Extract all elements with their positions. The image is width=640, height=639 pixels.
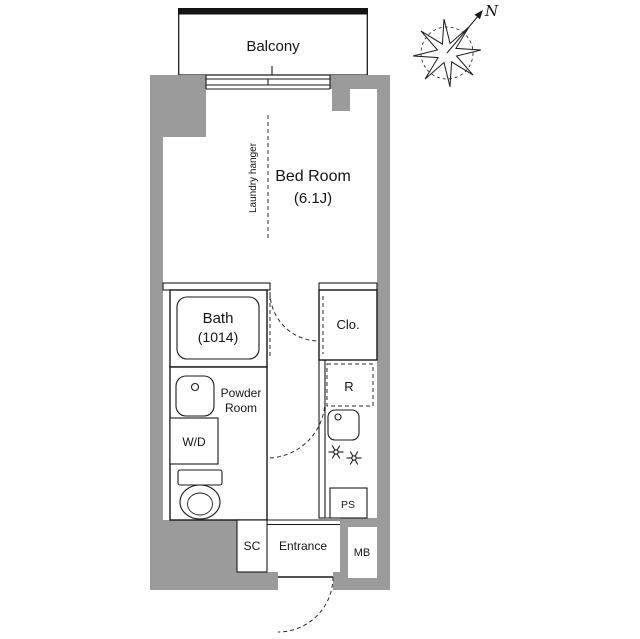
outer-walls [150, 75, 390, 590]
bedroom: Bed Room (6.1J) Laundry hanger [248, 115, 351, 240]
washbasin-icon [175, 375, 215, 417]
stove-burner-icon [346, 451, 362, 465]
wall-mb-top [348, 518, 390, 527]
refrigerator-space-box [326, 363, 374, 407]
washer-dryer-label: W/D [182, 435, 206, 449]
wall-bedroom-bottom-right [318, 282, 378, 291]
bath-unit-outline [176, 296, 260, 360]
kitchen: R PS [326, 363, 374, 519]
bedroom-door-arc [269, 291, 320, 342]
compass: N [412, 2, 499, 88]
washer-dryer-box [169, 417, 219, 465]
washbasin-faucet-icon [190, 382, 200, 392]
balcony-railing [178, 8, 368, 15]
kitchen-faucet-icon [334, 413, 342, 421]
wall-bottom-under-sc [237, 572, 278, 590]
refrigerator-label: R [344, 379, 353, 394]
bath-label: Bath [203, 310, 234, 327]
powder-room: Powder Room W/D [169, 366, 268, 521]
meter-box-area [348, 527, 377, 578]
meter-box-label: MB [354, 547, 371, 559]
laundry-hanger-label: Laundry hanger [248, 142, 259, 213]
wall-bedroom-bottom-left [162, 282, 271, 291]
closet-label: Clo. [336, 317, 359, 332]
shoe-closet-label: SC [244, 539, 261, 553]
closet: Clo. [318, 289, 378, 361]
door-swings [266, 291, 334, 633]
pipe-space-box [329, 487, 368, 519]
bathroom: Bath (1014) [169, 289, 268, 368]
wall-mb-bottom [348, 578, 390, 590]
closet-outline [318, 289, 378, 361]
bath-size-label: (1014) [198, 329, 238, 345]
bedroom-size-label: (6.1J) [294, 190, 332, 207]
compass-star [412, 18, 482, 88]
pipe-space-label: PS [341, 499, 355, 511]
compass-circle [420, 26, 474, 80]
wall-block-bottom-left [150, 520, 237, 590]
wall-left [150, 137, 163, 520]
bath-room-outline [169, 289, 268, 368]
wall-right [377, 89, 390, 590]
compass-north-line [446, 14, 480, 54]
toilet-icon [177, 469, 223, 520]
stove-burner-icon [328, 445, 344, 459]
kitchen-sink [327, 409, 360, 441]
balcony-window [205, 75, 331, 90]
compass-north-label: N [484, 2, 499, 20]
balcony: Balcony [178, 8, 368, 76]
wall-hall-kitchen [318, 359, 326, 519]
wall-jog-top-right [332, 89, 350, 111]
powder-room-label-line2: Room [225, 401, 257, 415]
compass-arrowhead [474, 10, 483, 20]
powder-room-label-line1: Powder [221, 386, 262, 400]
bedroom-label: Bed Room [275, 168, 351, 185]
powder-door-arc [266, 399, 326, 459]
balcony-label: Balcony [246, 38, 300, 55]
wall-pillar-top-left [150, 75, 206, 137]
shoe-closet-box [236, 519, 268, 573]
entrance-area: SC Entrance MB [236, 519, 377, 578]
wall-top-right [330, 75, 390, 89]
wall-mb-left [340, 518, 348, 590]
entrance-label: Entrance [279, 539, 327, 553]
wall-stub-entrance-right [333, 572, 340, 590]
entrance-door-arc [277, 576, 334, 633]
